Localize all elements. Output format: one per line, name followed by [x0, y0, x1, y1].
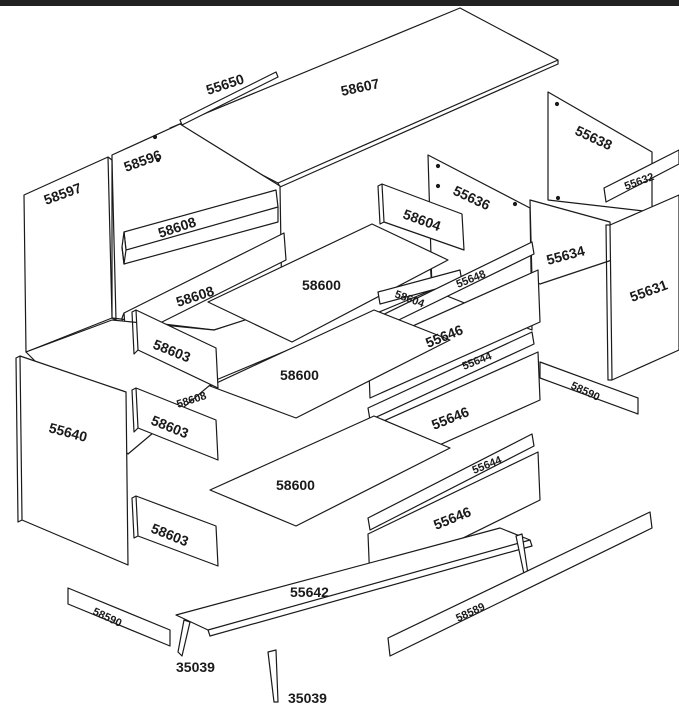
shelf-58600-bottom: [209, 415, 451, 527]
side-panel-55631: [605, 194, 679, 381]
side-panel-55640: [15, 355, 129, 566]
drawer-58603-top: [131, 309, 219, 389]
drawer-58603-middle: [131, 387, 219, 461]
label-58600-middle: 58600: [280, 367, 319, 383]
shelf-58600-upper: [207, 223, 449, 343]
label-58600-upper: 58600: [302, 277, 341, 293]
back-panel-55638: [547, 91, 653, 213]
side-panel-58597: [23, 156, 117, 353]
panel-58604-upper: [377, 183, 465, 251]
base-panel-55642: [175, 527, 533, 703]
rail-55644-upper: [367, 331, 535, 421]
top-bar: [0, 0, 679, 6]
rail-58590-right: [539, 361, 639, 415]
rail-58590-left: [67, 587, 171, 647]
label-35039-left: 35039: [176, 659, 215, 675]
label-55642: 55642: [290, 584, 329, 600]
label-58607: 58607: [339, 75, 381, 99]
back-rail-55650: [179, 71, 279, 126]
panel-55634: [529, 199, 613, 285]
rail-55644-lower: [367, 433, 535, 531]
label-35039-right: 35039: [288, 690, 327, 706]
label-58600-bottom: 58600: [276, 477, 315, 493]
rail-55632: [603, 149, 679, 203]
drawer-58603-bottom: [131, 495, 219, 567]
shelf-58600-middle: [209, 309, 451, 419]
rail-58589: [387, 511, 653, 657]
shelf-rail-58608-upper: [121, 189, 279, 265]
